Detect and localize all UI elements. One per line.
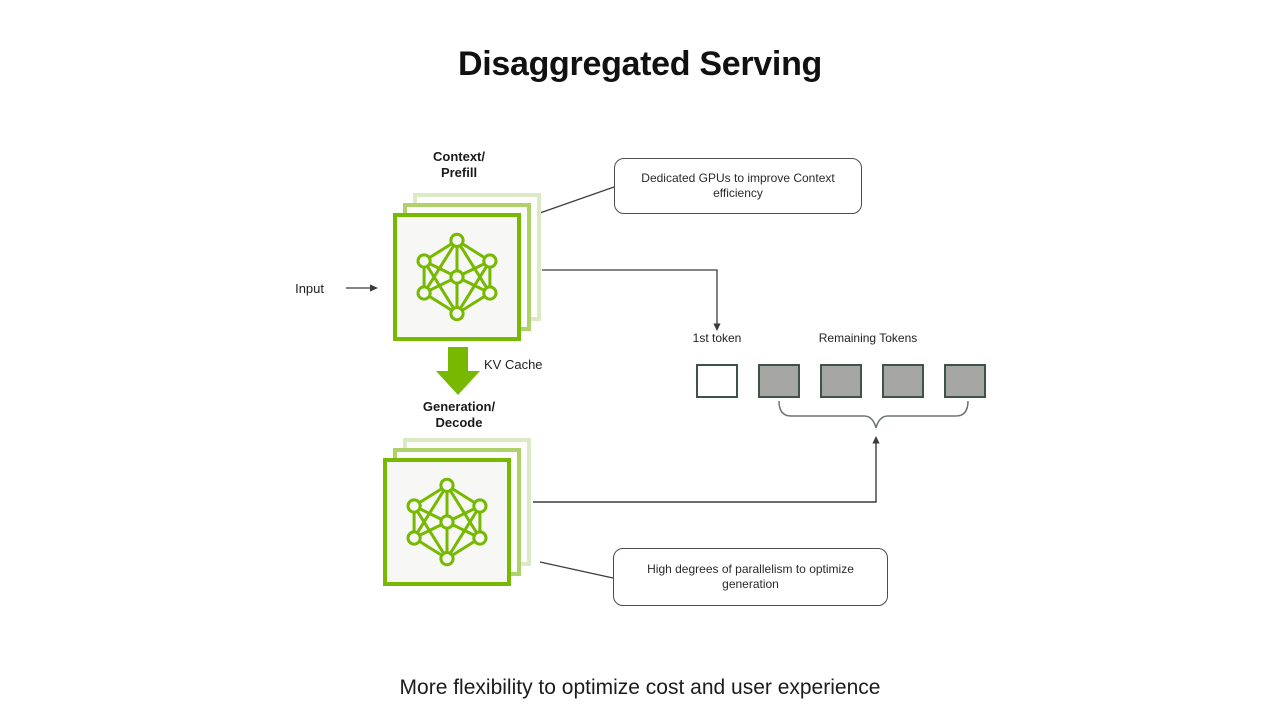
neural-network-icon xyxy=(416,232,498,322)
generation-stack xyxy=(383,438,531,588)
generation-decode-label: Generation/ Decode xyxy=(422,399,496,430)
bottom-caption: More flexibility to optimize cost and us… xyxy=(399,676,881,699)
remaining-token-square xyxy=(758,364,800,398)
input-label: Input xyxy=(295,281,324,296)
stack-layer-front xyxy=(393,213,521,341)
context-callout-text: Dedicated GPUs to improve Context effici… xyxy=(641,171,835,200)
remaining-token-square xyxy=(820,364,862,398)
remaining-tokens-label: Remaining Tokens xyxy=(818,331,918,345)
kv-cache-down-arrow-icon xyxy=(436,347,480,395)
first-token-label: 1st token xyxy=(692,331,742,345)
neural-network-icon xyxy=(406,477,488,567)
connector-remaining-tokens xyxy=(533,443,877,503)
generation-callout-box: High degrees of parallelism to optimize … xyxy=(613,548,888,606)
remaining-token-square xyxy=(944,364,986,398)
input-arrowhead-icon xyxy=(370,284,378,292)
context-stack xyxy=(393,193,541,343)
context-prefill-label: Context/ Prefill xyxy=(433,149,485,180)
page-title: Disaggregated Serving xyxy=(457,45,823,83)
generation-callout-text: High degrees of parallelism to optimize … xyxy=(647,562,854,591)
connector-context-callout xyxy=(536,186,615,215)
brace-remaining-tokens xyxy=(778,400,969,429)
context-callout-box: Dedicated GPUs to improve Context effici… xyxy=(614,158,862,214)
first-token-square xyxy=(696,364,738,398)
first-token-arrowhead-icon xyxy=(713,323,721,331)
kv-cache-label: KV Cache xyxy=(484,357,543,372)
connector-first-token xyxy=(542,269,718,325)
remaining-tokens-arrowhead-icon xyxy=(872,436,880,444)
remaining-token-square xyxy=(882,364,924,398)
stack-layer-front xyxy=(383,458,511,586)
connector-generation-callout xyxy=(539,561,614,579)
